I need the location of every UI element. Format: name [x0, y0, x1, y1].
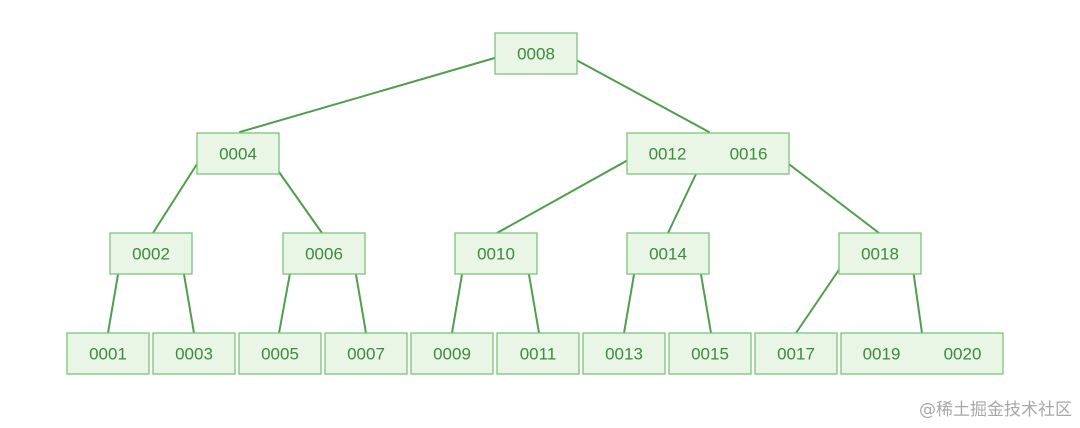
tree-node-0010: 0010: [454, 232, 538, 275]
tree-node-0019_0020: 0019 0020: [840, 332, 1004, 375]
edge-n0004-to-n0002: [152, 163, 198, 234]
node-key-label: 0017: [777, 345, 815, 364]
node-key-label: 0009: [433, 345, 471, 364]
tree-node-0013: 0013: [582, 332, 666, 375]
tree-node-0006: 0006: [282, 232, 366, 275]
edge-n0012_0016-to-n0010: [496, 154, 638, 234]
node-box: [196, 132, 280, 175]
node-key-label: 0018: [861, 245, 899, 264]
tree-node-0003: 0003: [152, 332, 236, 375]
node-key-label: 0015: [691, 345, 729, 364]
node-box: [109, 232, 193, 275]
node-key-label: 0008: [517, 45, 555, 64]
tree-node-0005: 0005: [238, 332, 322, 375]
node-box: [840, 332, 1004, 375]
node-box: [324, 332, 408, 375]
edge-n0008-to-n0012_0016: [566, 54, 710, 133]
node-key-label: 0014: [649, 245, 687, 264]
edge-n0012_0016-to-n0018: [776, 154, 880, 234]
node-key-label: 0003: [175, 345, 213, 364]
tree-node-0001: 0001: [66, 332, 150, 375]
node-box: [238, 332, 322, 375]
node-box: [626, 132, 790, 175]
node-box: [496, 332, 580, 375]
tree-node-0018: 0018: [838, 232, 922, 275]
node-key-label: 0013: [605, 345, 643, 364]
watermark-text: @稀土掘金技术社区: [919, 400, 1072, 420]
node-key-label: 0019: [863, 345, 901, 364]
node-key-label: 0020: [944, 345, 982, 364]
node-key-label: 0006: [305, 245, 343, 264]
node-layer: 0008 0004 0012 0016 0002 0006 0010 0014 0018 0001…: [66, 32, 1004, 375]
node-box: [582, 332, 666, 375]
tree-node-0002: 0002: [109, 232, 193, 275]
tree-node-0017: 0017: [754, 332, 838, 375]
tree-node-0015: 0015: [668, 332, 752, 375]
node-key-label: 0001: [89, 345, 127, 364]
tree-node-0012_0016: 0012 0016: [626, 132, 790, 175]
node-box: [282, 232, 366, 275]
node-key-label: 0016: [730, 145, 768, 164]
node-box: [838, 232, 922, 275]
edge-n0008-to-n0004: [239, 54, 506, 133]
node-box: [152, 332, 236, 375]
node-key-label: 0007: [347, 345, 385, 364]
node-box: [494, 32, 578, 75]
node-key-label: 0005: [261, 345, 299, 364]
node-box: [410, 332, 494, 375]
node-key-label: 0012: [649, 145, 687, 164]
node-key-label: 0004: [219, 145, 257, 164]
tree-node-0008: 0008: [494, 32, 578, 75]
tree-node-0011: 0011: [496, 332, 580, 375]
node-box: [454, 232, 538, 275]
node-box: [626, 232, 710, 275]
node-key-label: 0002: [132, 245, 170, 264]
edge-layer: [107, 54, 923, 334]
tree-node-0014: 0014: [626, 232, 710, 275]
node-key-label: 0010: [477, 245, 515, 264]
tree-node-0004: 0004: [196, 132, 280, 175]
node-box: [668, 332, 752, 375]
node-box: [66, 332, 150, 375]
node-key-label: 0011: [520, 345, 557, 364]
node-box: [754, 332, 838, 375]
tree-node-0009: 0009: [410, 332, 494, 375]
tree-node-0007: 0007: [324, 332, 408, 375]
